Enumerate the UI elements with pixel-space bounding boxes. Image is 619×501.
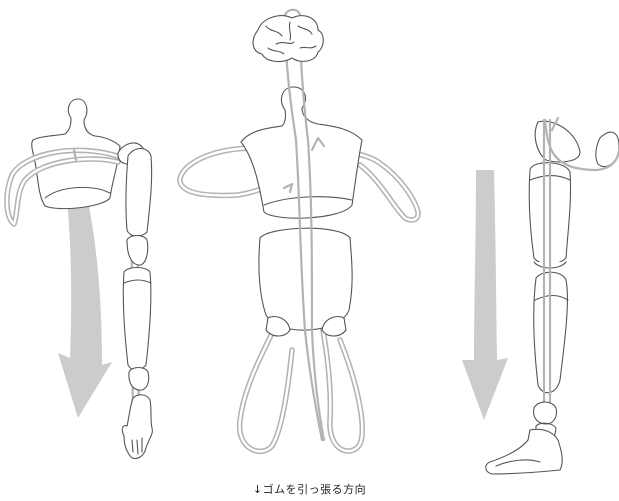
elbow-joint xyxy=(127,236,148,266)
brain xyxy=(253,16,323,62)
forearm xyxy=(123,268,151,371)
pull-direction-arrow-left xyxy=(58,181,112,418)
ankle-joint xyxy=(534,402,557,424)
pull-direction-arrow-right xyxy=(462,170,508,420)
wrist-joint xyxy=(129,368,149,391)
upper-arm xyxy=(126,149,152,236)
pelvis xyxy=(259,228,352,330)
hip-socket-right-leg xyxy=(535,121,580,162)
full-body-figure xyxy=(180,10,418,452)
foot xyxy=(486,429,562,474)
arm-assembly-figure xyxy=(7,99,152,459)
leg-assembly-figure xyxy=(462,118,619,474)
pull-direction-caption: ↓ゴムを引っ張る方向 xyxy=(0,481,619,497)
